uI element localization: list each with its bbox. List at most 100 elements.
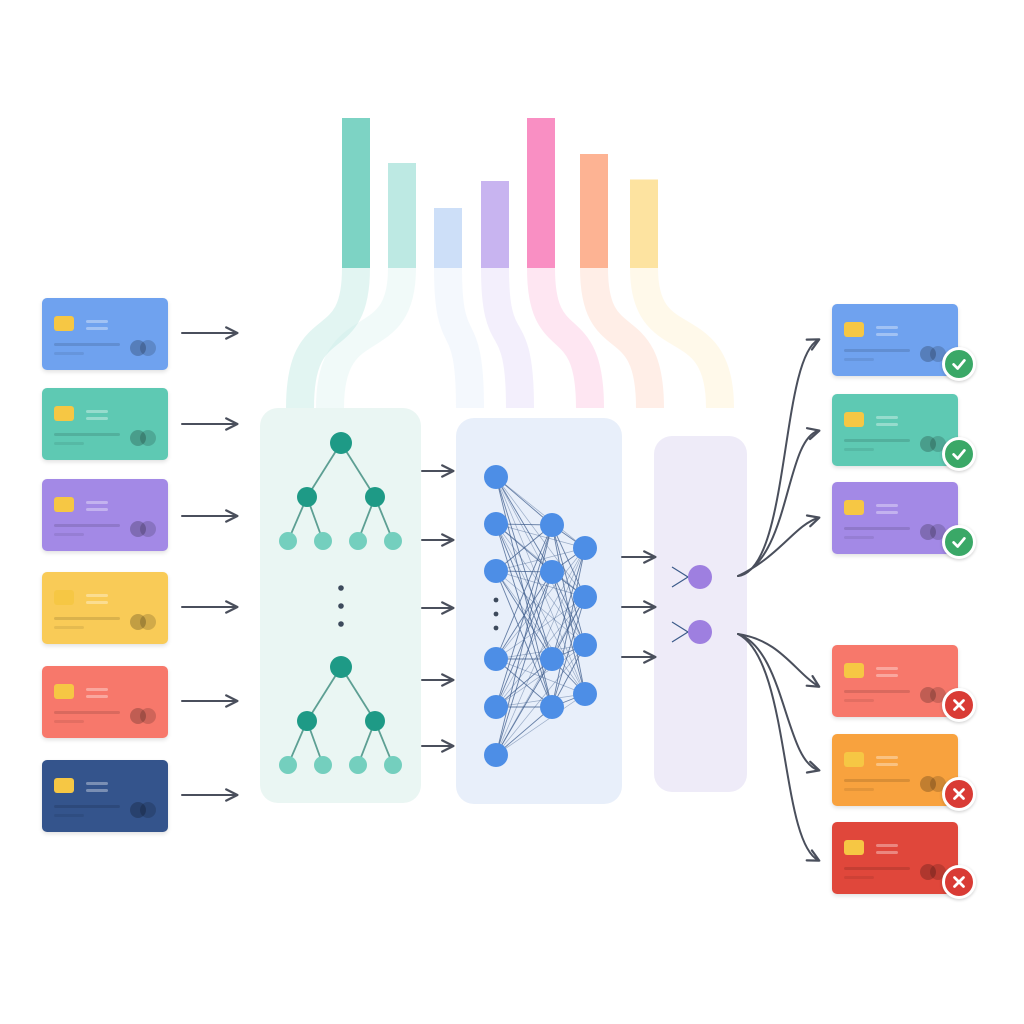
network-hidden-node: [573, 585, 597, 609]
card-number-line: [844, 876, 874, 879]
input-credit-card: [42, 388, 168, 460]
output-edge: [671, 621, 689, 633]
card-number-line: [844, 349, 910, 352]
card-chip: [54, 406, 74, 421]
card-number-line: [54, 617, 120, 620]
feature-bar: [388, 163, 416, 268]
card-network-logo: [920, 524, 946, 540]
card-text-line: [86, 688, 108, 691]
card-text-line: [876, 851, 898, 854]
tree-split-node: [365, 487, 385, 507]
card-text-line: [86, 594, 108, 597]
approved-credit-card: [832, 394, 958, 466]
network-edge: [495, 571, 553, 756]
ellipsis-dot: [338, 603, 344, 609]
tree-leaf-node: [349, 756, 367, 774]
network-edge: [495, 476, 553, 660]
card-text-line: [86, 789, 108, 792]
network-edge: [495, 523, 586, 695]
approved-badge: [942, 437, 976, 471]
card-text-line: [86, 501, 108, 504]
rejected-credit-card: [832, 734, 958, 806]
card-text-line: [876, 674, 898, 677]
network-hidden-node: [573, 682, 597, 706]
network-edge: [495, 658, 586, 695]
card-network-logo: [130, 521, 156, 537]
network-hidden-node: [540, 695, 564, 719]
network-edge: [551, 571, 586, 646]
card-number-line: [54, 533, 84, 536]
rejected-credit-card: [832, 822, 958, 894]
card-chip: [54, 590, 74, 605]
card-chip: [54, 316, 74, 331]
network-edge: [495, 596, 586, 708]
network-edge: [495, 596, 586, 660]
tree-leaf-node: [384, 532, 402, 550]
card-network-logo: [130, 614, 156, 630]
feature-bar: [527, 118, 555, 268]
card-number-line: [844, 690, 910, 693]
network-input-node: [484, 743, 508, 767]
ellipsis-dot: [493, 597, 499, 603]
card-text-line: [86, 695, 108, 698]
network-edge: [495, 644, 586, 756]
card-number-line: [54, 626, 84, 629]
card-network-logo: [130, 340, 156, 356]
feature-ribbon: [580, 267, 664, 409]
output-edge: [671, 576, 689, 588]
network-edge: [495, 596, 586, 756]
rejected-badge: [942, 865, 976, 899]
ellipsis-dot: [338, 585, 344, 591]
tree-leaf-node: [279, 756, 297, 774]
card-number-line: [54, 524, 120, 527]
output-node: [688, 620, 712, 644]
network-edge: [495, 644, 586, 708]
card-text-line: [86, 327, 108, 330]
card-number-line: [54, 352, 84, 355]
tree-split-node: [297, 711, 317, 731]
network-input-node: [484, 465, 508, 489]
network-edge: [495, 706, 553, 756]
card-text-line: [876, 844, 898, 847]
feature-bar: [434, 208, 462, 268]
card-text-line: [86, 782, 108, 785]
card-text-line: [876, 416, 898, 419]
feature-ribbon: [316, 267, 416, 409]
feature-bar: [481, 181, 509, 268]
network-edge: [495, 523, 586, 549]
card-number-line: [54, 343, 120, 346]
network-edge: [495, 476, 586, 695]
cross-icon: [953, 876, 965, 888]
feature-bar: [580, 154, 608, 268]
feature-bar: [342, 118, 370, 268]
card-chip: [844, 752, 864, 767]
network-edge: [495, 547, 586, 660]
card-number-line: [844, 779, 910, 782]
card-number-line: [54, 711, 120, 714]
network-edge: [551, 524, 586, 598]
output-layer-panel: [654, 436, 747, 792]
ellipsis-dot: [493, 611, 499, 617]
approve-arrow: [737, 427, 821, 577]
tree-ellipsis: [338, 585, 344, 627]
tree-leaf-node: [314, 756, 332, 774]
check-icon: [952, 537, 966, 548]
card-text-line: [876, 326, 898, 329]
network-edge: [551, 596, 586, 708]
feature-ribbon: [434, 267, 484, 409]
network-edge: [495, 693, 586, 756]
tree-leaf-node: [314, 532, 332, 550]
tree-leaf-node: [384, 756, 402, 774]
network-edge: [495, 524, 553, 708]
ellipsis-dot: [493, 625, 499, 631]
card-number-line: [844, 448, 874, 451]
output-node: [688, 565, 712, 589]
card-text-line: [86, 417, 108, 420]
output-edge: [671, 631, 689, 643]
card-chip: [54, 684, 74, 699]
tree-leaf-node: [349, 532, 367, 550]
feature-ribbon: [481, 267, 534, 409]
tree-split-node: [365, 711, 385, 731]
